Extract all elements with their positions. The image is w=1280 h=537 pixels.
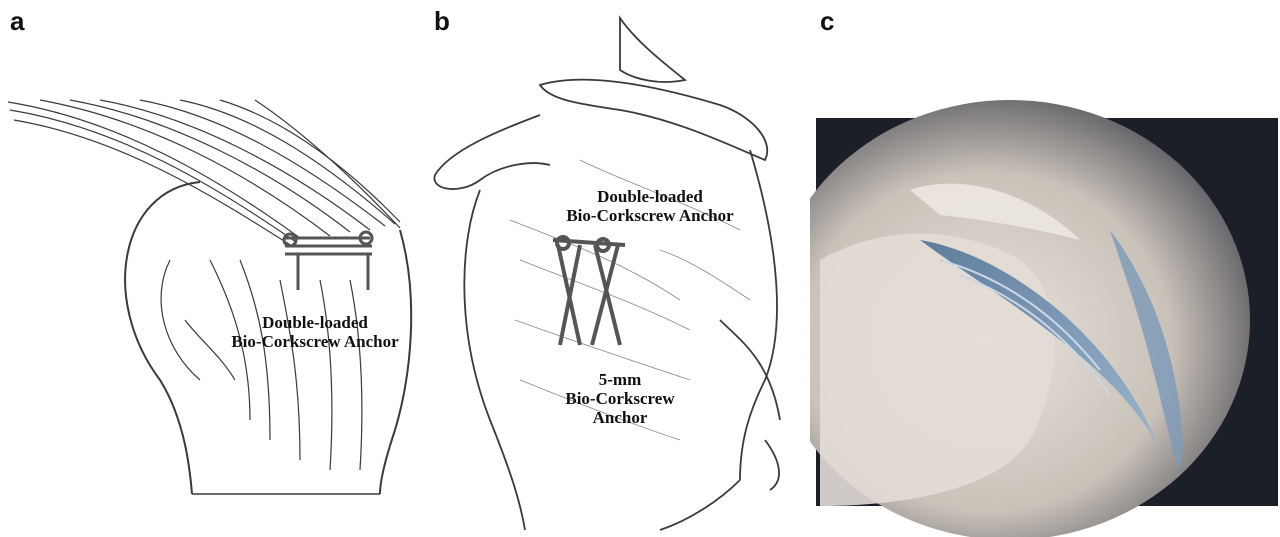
humeral-head-sketch <box>0 0 420 537</box>
panel-c: c <box>810 0 1280 537</box>
panel-a-label-line1: Double-loaded <box>215 313 415 332</box>
panel-b-lower-label: 5-mm Bio-Corkscrew Anchor <box>540 370 700 427</box>
panel-a-label-line2: Bio-Corkscrew Anchor <box>215 332 415 351</box>
panel-a-anchor-label: Double-loaded Bio-Corkscrew Anchor <box>215 313 415 351</box>
panel-b-label1-line2: Bio-Corkscrew Anchor <box>550 206 750 225</box>
panel-b-upper-label: Double-loaded Bio-Corkscrew Anchor <box>550 187 750 225</box>
arthroscopic-photo <box>810 0 1280 537</box>
scapula-sketch <box>420 0 810 537</box>
panel-b-label2-line2: Bio-Corkscrew <box>540 389 700 408</box>
panel-a: a <box>0 0 420 537</box>
panel-b-label1-line1: Double-loaded <box>550 187 750 206</box>
panel-b-label2-line1: 5-mm <box>540 370 700 389</box>
panel-b-label2-line3: Anchor <box>540 408 700 427</box>
panel-b: b <box>420 0 810 537</box>
